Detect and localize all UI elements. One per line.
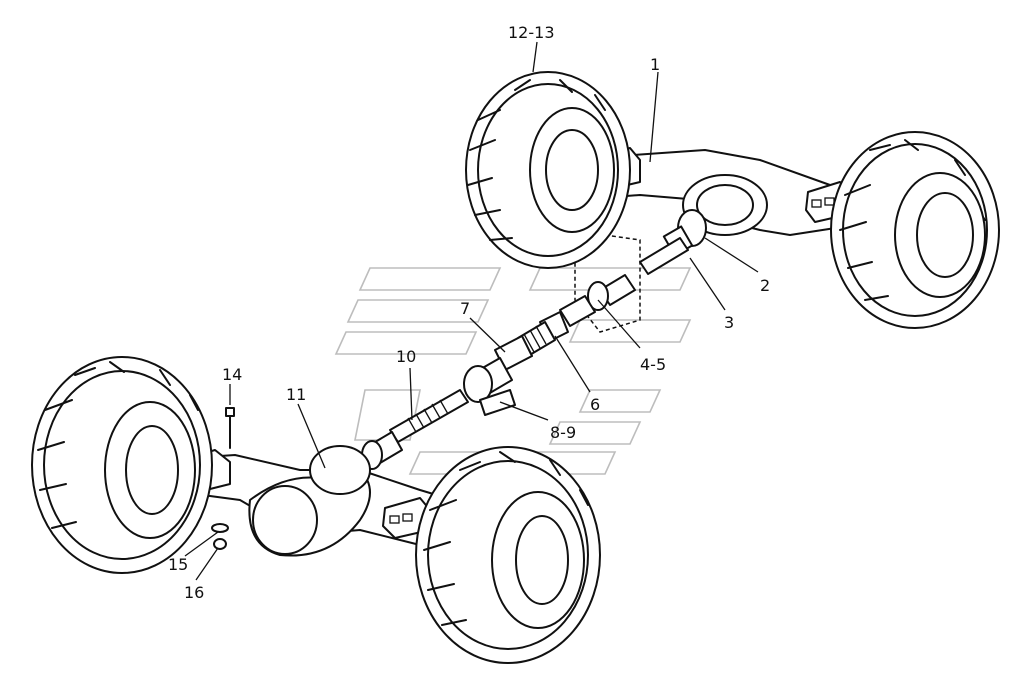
callout-14: 14: [222, 365, 242, 384]
front-right-tire: [415, 446, 601, 664]
callout-8-9: 8-9: [550, 423, 576, 442]
leader-lines: [184, 41, 759, 581]
callout-4-5: 4-5: [640, 355, 666, 374]
callout-labels: 1 2 3 4-5 6 7 8-9 10 11 12-13 14 15 16: [168, 23, 770, 602]
front-left-tire: [31, 356, 213, 574]
callout-1: 1: [650, 55, 660, 74]
callout-16: 16: [184, 583, 204, 602]
callout-6: 6: [590, 395, 600, 414]
front-axle-assembly: [159, 407, 471, 557]
callout-11: 11: [286, 385, 306, 404]
callout-12-13: 12-13: [508, 23, 555, 42]
callout-15: 15: [168, 555, 188, 574]
callout-3: 3: [724, 313, 734, 332]
callout-2: 2: [760, 276, 770, 295]
callout-7: 7: [460, 299, 470, 318]
rear-left-tire: [465, 71, 631, 269]
rear-right-tire: [830, 131, 1000, 329]
callout-10: 10: [396, 347, 416, 366]
